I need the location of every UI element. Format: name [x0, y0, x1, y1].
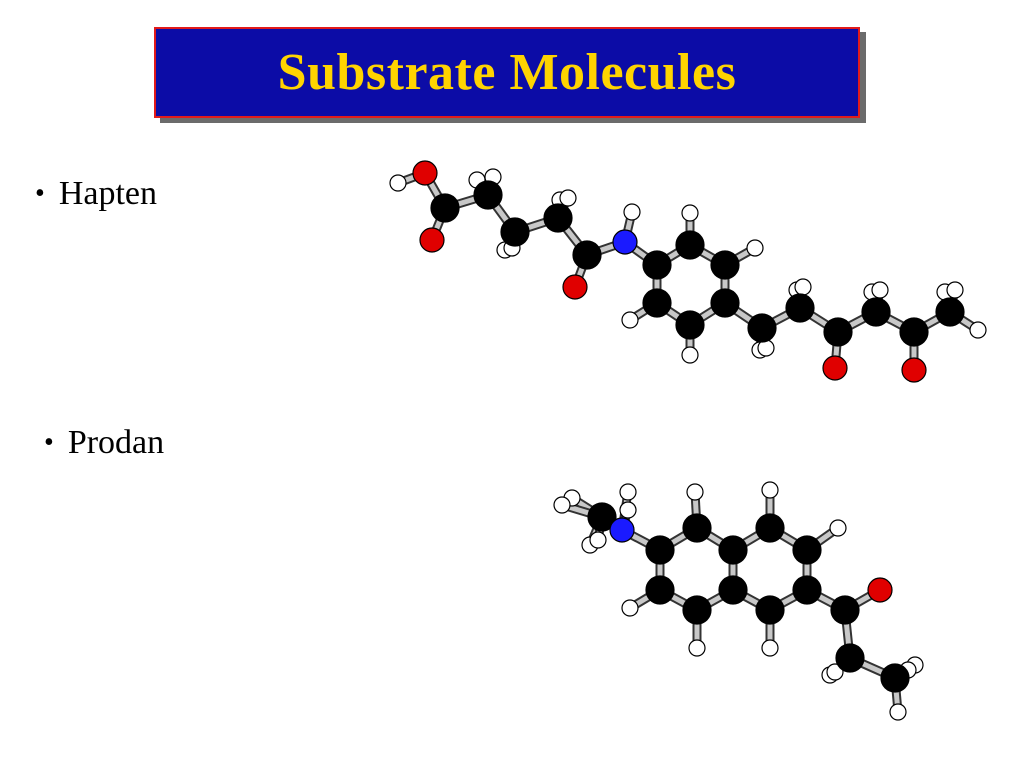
bullet-dot-icon: •	[35, 178, 45, 209]
oxygen-atom	[822, 355, 848, 381]
bullet-prodan: • Prodan	[44, 424, 164, 462]
oxygen-atom	[867, 577, 893, 603]
hydrogen-atom	[681, 204, 699, 222]
bullet-hapten: • Hapten	[35, 175, 157, 213]
bullet-prodan-label: Prodan	[67, 424, 165, 461]
hydrogen-atom	[681, 346, 699, 364]
carbon-atom	[823, 317, 853, 347]
hydrogen-atom	[619, 483, 637, 501]
carbon-atom	[718, 575, 748, 605]
carbon-atom	[572, 240, 602, 270]
carbon-atom	[792, 535, 822, 565]
carbon-atom	[587, 502, 617, 532]
carbon-atom	[755, 513, 785, 543]
hydrogen-atom	[761, 481, 779, 499]
carbon-atom	[718, 535, 748, 565]
carbon-atom	[682, 513, 712, 543]
carbon-atom	[785, 293, 815, 323]
carbon-atom	[473, 180, 503, 210]
oxygen-atom	[412, 160, 438, 186]
carbon-atom	[835, 643, 865, 673]
oxygen-atom	[901, 357, 927, 383]
hydrogen-atom	[746, 239, 764, 257]
oxygen-atom	[419, 227, 445, 253]
carbon-atom	[861, 297, 891, 327]
hydrogen-atom	[761, 639, 779, 657]
carbon-atom	[935, 297, 965, 327]
hydrogen-atom	[686, 483, 704, 501]
hydrogen-atom	[829, 519, 847, 537]
carbon-atom	[747, 313, 777, 343]
carbon-atom	[755, 595, 785, 625]
hydrogen-atom	[621, 311, 639, 329]
title-banner: Substrate Molecules	[154, 27, 860, 118]
carbon-atom	[899, 317, 929, 347]
hydrogen-atom	[969, 321, 987, 339]
nitrogen-atom	[609, 517, 635, 543]
carbon-atom	[710, 288, 740, 318]
carbon-atom	[642, 250, 672, 280]
hydrogen-atom	[553, 496, 571, 514]
hydrogen-atom	[946, 281, 964, 299]
hydrogen-atom	[619, 501, 637, 519]
carbon-atom	[682, 595, 712, 625]
carbon-atom	[675, 310, 705, 340]
hydrogen-atom	[589, 531, 607, 549]
bullet-hapten-label: Hapten	[58, 175, 157, 212]
atoms	[389, 160, 987, 383]
bullet-dot-icon: •	[44, 427, 54, 458]
carbon-atom	[543, 203, 573, 233]
hydrogen-atom	[559, 189, 577, 207]
hydrogen-atom	[889, 703, 907, 721]
hydrogen-atom	[621, 599, 639, 617]
hydrogen-atom	[389, 174, 407, 192]
carbon-atom	[645, 535, 675, 565]
hydrogen-atom	[688, 639, 706, 657]
carbon-atom	[710, 250, 740, 280]
carbon-atom	[645, 575, 675, 605]
atoms	[553, 481, 924, 721]
hydrogen-atom	[623, 203, 641, 221]
page-title: Substrate Molecules	[277, 44, 737, 101]
hydrogen-atom	[826, 663, 844, 681]
carbon-atom	[642, 288, 672, 318]
carbon-atom	[830, 595, 860, 625]
carbon-atom	[675, 230, 705, 260]
carbon-atom	[792, 575, 822, 605]
carbon-atom	[880, 663, 910, 693]
carbon-atom	[500, 217, 530, 247]
carbon-atom	[430, 193, 460, 223]
nitrogen-atom	[612, 229, 638, 255]
oxygen-atom	[562, 274, 588, 300]
